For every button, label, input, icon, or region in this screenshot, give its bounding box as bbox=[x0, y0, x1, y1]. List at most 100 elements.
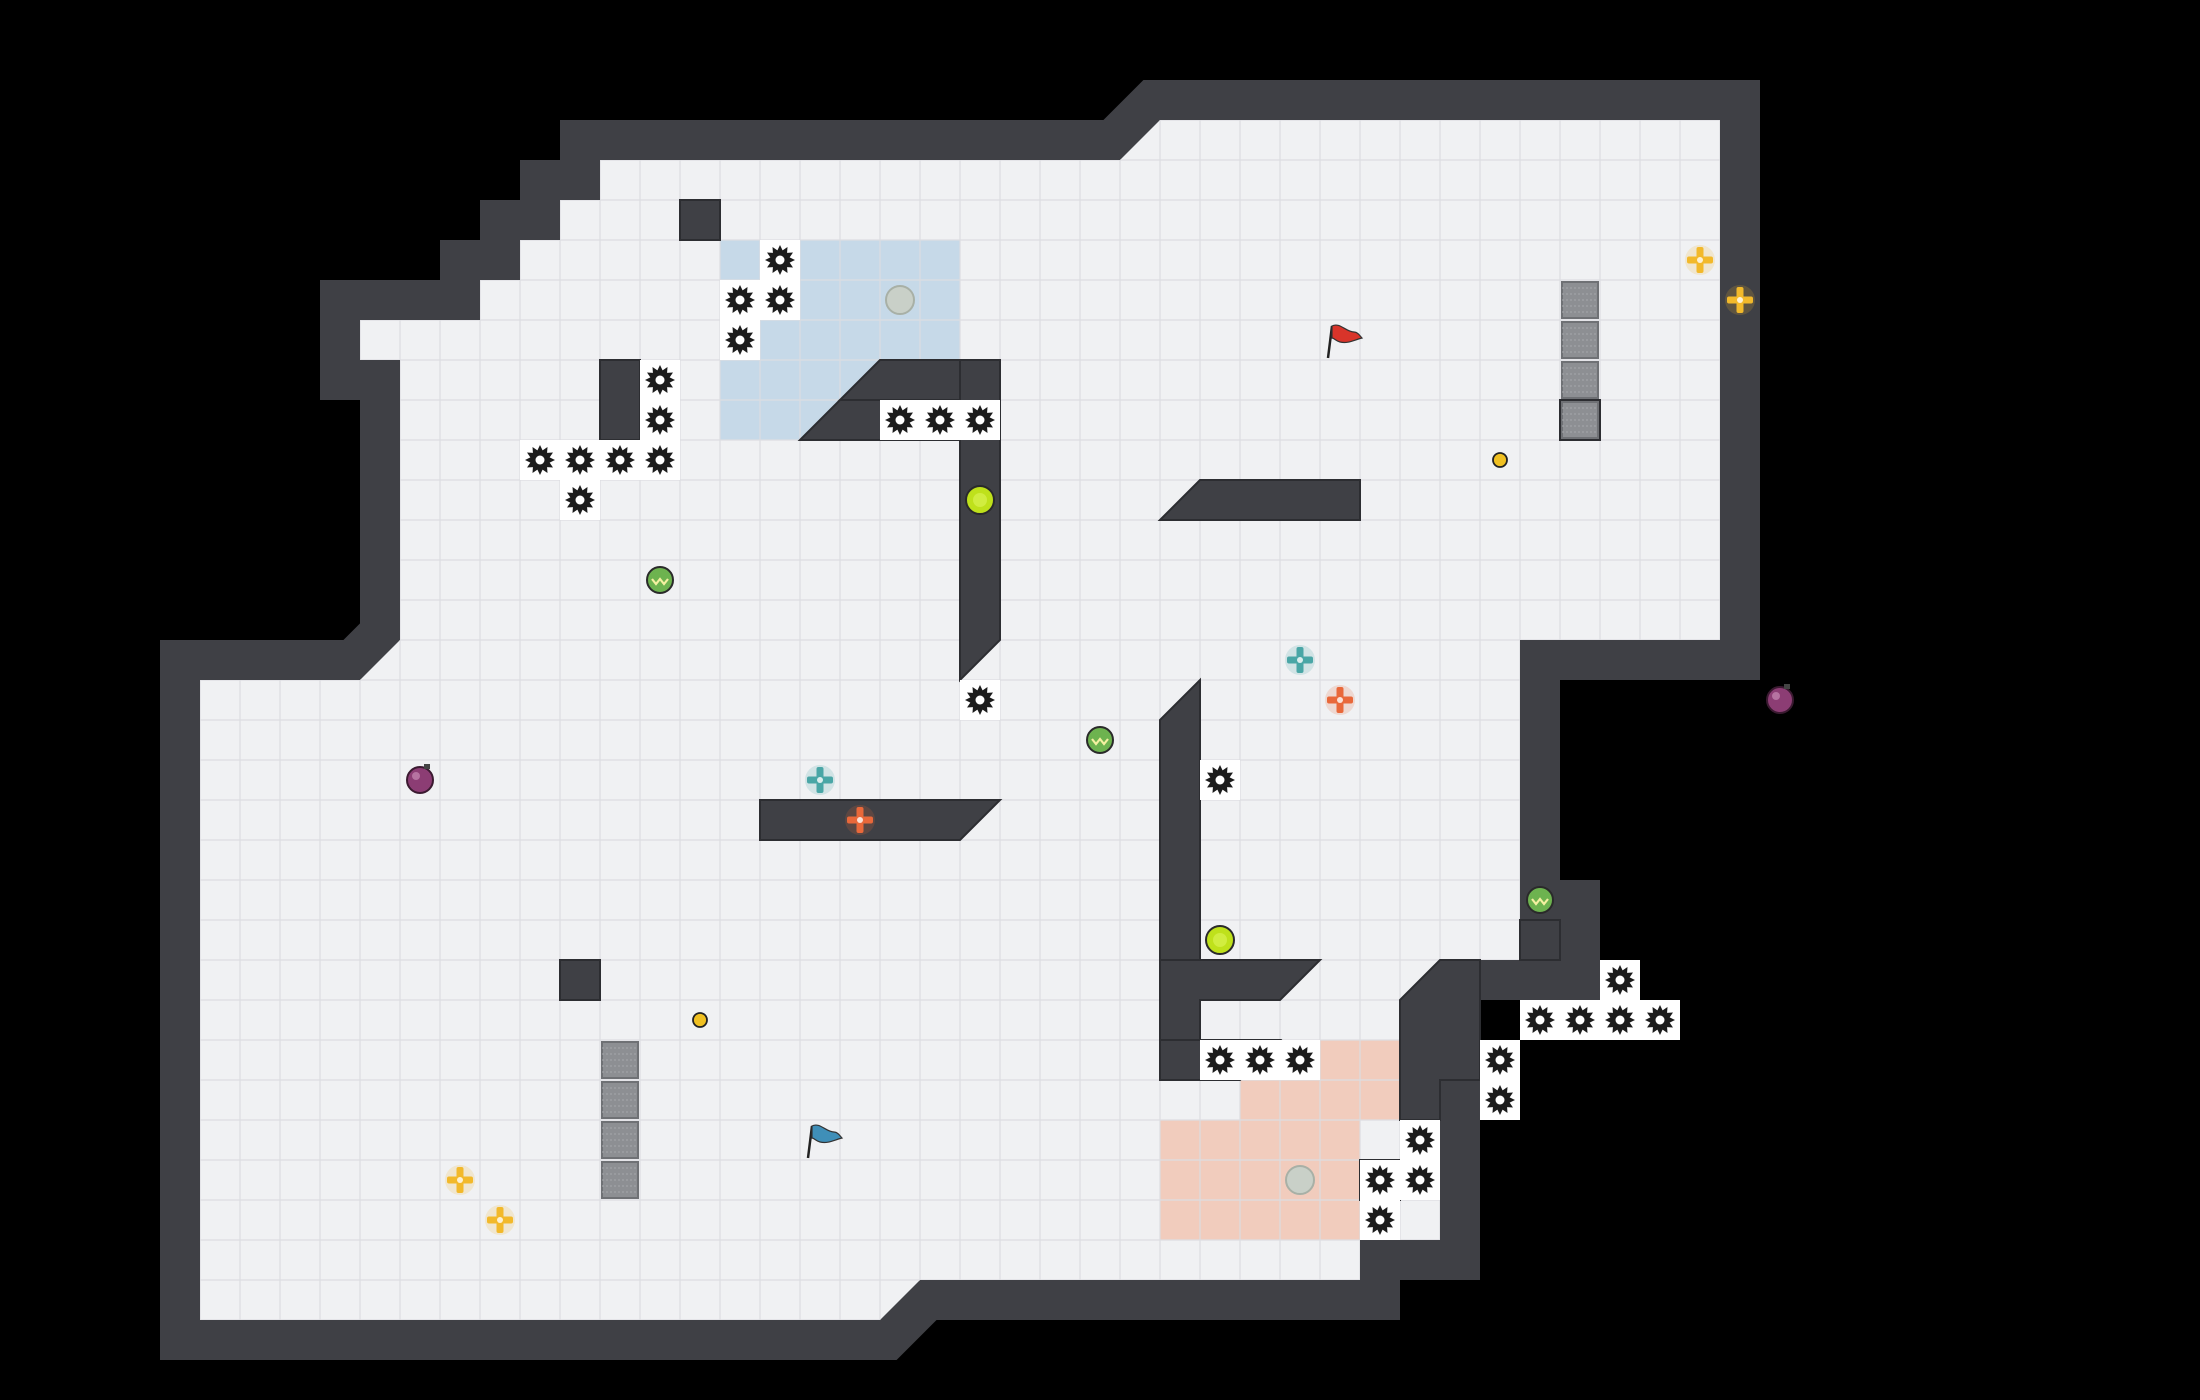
wall-block bbox=[1519, 919, 1561, 961]
yellow-powerup-cross-icon[interactable] bbox=[1685, 245, 1715, 275]
spike-icon bbox=[640, 440, 680, 480]
red-zone-tile bbox=[1240, 1080, 1280, 1120]
yellow-powerup-cross-icon[interactable] bbox=[445, 1165, 475, 1195]
spike-hub bbox=[1615, 1015, 1625, 1025]
spike-icon bbox=[720, 320, 760, 360]
boost-chevrons bbox=[1091, 737, 1109, 746]
teal-powerup-cross-icon[interactable] bbox=[1285, 645, 1315, 675]
spike-icon bbox=[560, 480, 600, 520]
green-boost-icon[interactable] bbox=[646, 566, 674, 594]
blue-zone-tile bbox=[800, 280, 840, 320]
spike-hub bbox=[975, 695, 985, 705]
blue-zone-tile bbox=[800, 320, 840, 360]
bomb-icon[interactable] bbox=[406, 764, 434, 794]
blue-zone-tile bbox=[760, 320, 800, 360]
spike-icon bbox=[640, 360, 680, 400]
spike-hub bbox=[775, 295, 785, 305]
flag-cloth bbox=[1331, 324, 1364, 344]
spike-icon bbox=[1520, 1000, 1560, 1040]
blue-zone-tile bbox=[800, 360, 840, 400]
blue-zone-tile bbox=[840, 280, 880, 320]
bomb-icon[interactable] bbox=[1766, 684, 1794, 714]
spike-hub bbox=[655, 455, 665, 465]
orange-powerup-cross-icon[interactable] bbox=[1325, 685, 1355, 715]
token-icon[interactable] bbox=[1492, 452, 1508, 468]
red-zone-tile bbox=[1320, 1080, 1360, 1120]
flag-pole bbox=[1326, 325, 1334, 359]
spike-hub bbox=[655, 415, 665, 425]
spike-icon bbox=[1560, 1000, 1600, 1040]
wall-block bbox=[599, 359, 641, 441]
blue-zone-tile bbox=[920, 240, 960, 280]
orange-powerup-cross-icon[interactable] bbox=[845, 805, 875, 835]
lime-boost-icon[interactable] bbox=[965, 485, 995, 515]
red-zone-tile bbox=[1160, 1160, 1200, 1200]
spike-icon bbox=[1360, 1200, 1400, 1240]
spike-icon bbox=[880, 400, 920, 440]
spike-hub bbox=[1415, 1175, 1425, 1185]
powerup-core bbox=[1697, 257, 1703, 263]
lime-boost-icon[interactable] bbox=[1205, 925, 1235, 955]
red-zone-tile bbox=[1320, 1200, 1360, 1240]
powerup-core bbox=[1737, 297, 1743, 303]
spike-hub bbox=[935, 415, 945, 425]
red-zone-tile bbox=[1360, 1040, 1400, 1080]
red-flag-icon[interactable] bbox=[1326, 324, 1364, 359]
spike-hub bbox=[895, 415, 905, 425]
spike-hub bbox=[735, 295, 745, 305]
green-boost-icon[interactable] bbox=[1526, 886, 1554, 914]
blue-zone-tile bbox=[760, 360, 800, 400]
spike-icon bbox=[520, 440, 560, 480]
blue-zone-tile bbox=[920, 320, 960, 360]
spike-hub bbox=[615, 455, 625, 465]
blue-zone-tile bbox=[840, 240, 880, 280]
spike-icon bbox=[1480, 1080, 1520, 1120]
boost-inner bbox=[1213, 933, 1227, 947]
spike-icon bbox=[1400, 1120, 1440, 1160]
spike-icon bbox=[1360, 1160, 1400, 1200]
bomb-fuse bbox=[424, 764, 430, 769]
inner-walls bbox=[559, 199, 1601, 1201]
red-zone-tile bbox=[1320, 1160, 1360, 1200]
spike-icon bbox=[1480, 1040, 1520, 1080]
red-zone-tile bbox=[1280, 1120, 1320, 1160]
bomb-fuse bbox=[1784, 684, 1790, 689]
blue-flag-icon[interactable] bbox=[806, 1124, 844, 1159]
green-boost-icon[interactable] bbox=[1086, 726, 1114, 754]
spike-hub bbox=[1535, 1015, 1545, 1025]
red-zone-tile bbox=[1160, 1120, 1200, 1160]
red-zone-tile bbox=[1280, 1080, 1320, 1120]
spike-hub bbox=[775, 255, 785, 265]
blue-zone-tile bbox=[920, 280, 960, 320]
red-zone-tile bbox=[1200, 1160, 1240, 1200]
bomb-body bbox=[1766, 686, 1794, 714]
powerup-core bbox=[857, 817, 863, 823]
teal-powerup-cross-icon[interactable] bbox=[805, 765, 835, 795]
spike-hub bbox=[1495, 1055, 1505, 1065]
boost-inner bbox=[973, 493, 987, 507]
spike-icon bbox=[1600, 1000, 1640, 1040]
portal-icon[interactable] bbox=[885, 285, 915, 315]
red-zone-tile bbox=[1240, 1200, 1280, 1240]
spike-icon bbox=[1600, 960, 1640, 1000]
spike-hub bbox=[1415, 1135, 1425, 1145]
yellow-powerup-cross-icon[interactable] bbox=[485, 1205, 515, 1235]
portal-icon[interactable] bbox=[1285, 1165, 1315, 1195]
spike-hub bbox=[1375, 1215, 1385, 1225]
spike-hub bbox=[575, 455, 585, 465]
spike-hub bbox=[1655, 1015, 1665, 1025]
blue-zone-tile bbox=[720, 360, 760, 400]
token-icon[interactable] bbox=[692, 1012, 708, 1028]
red-zone-tile bbox=[1240, 1120, 1280, 1160]
yellow-powerup-cross-icon[interactable] bbox=[1725, 285, 1755, 315]
boost-chevrons bbox=[1531, 897, 1549, 906]
red-zone-tile bbox=[1160, 1200, 1200, 1240]
red-zone-tile bbox=[1200, 1120, 1240, 1160]
blue-zone-tile bbox=[880, 240, 920, 280]
spike-hub bbox=[1375, 1175, 1385, 1185]
blue-zone-tile bbox=[880, 320, 920, 360]
bomb-body bbox=[406, 766, 434, 794]
powerup-core bbox=[497, 1217, 503, 1223]
